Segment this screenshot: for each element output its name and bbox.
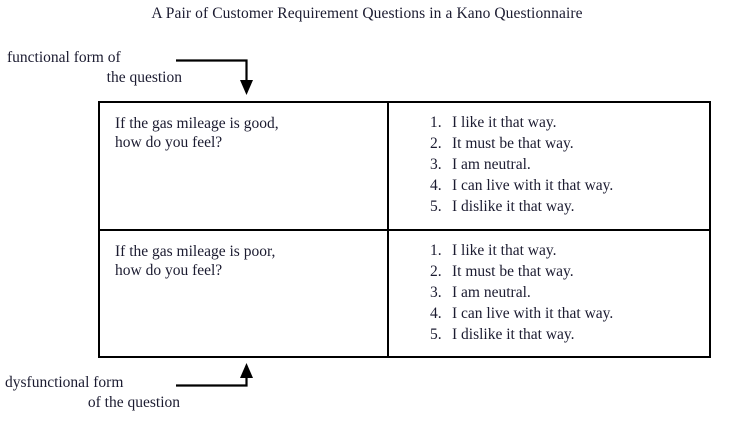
dysfunctional-callout-line-1: dysfunctional form (5, 374, 124, 391)
answer-number: 1. (430, 114, 442, 131)
answer-label: I dislike it that way. (452, 198, 575, 215)
table-row: If the gas mileage is good, how do you f… (100, 103, 709, 231)
down-arrow-icon (240, 80, 253, 95)
dysfunctional-callout-line-2: of the question (87, 394, 180, 411)
up-arrow-icon (240, 363, 253, 378)
kano-questionnaire-table: If the gas mileage is good, how do you f… (98, 101, 711, 358)
list-item[interactable]: 3. I am neutral. (430, 154, 709, 175)
answer-number: 3. (430, 283, 442, 301)
list-item[interactable]: 4. I can live with it that way. (430, 303, 709, 324)
answer-number: 1. (430, 241, 442, 259)
answer-number: 4. (430, 177, 442, 194)
question-cell-functional: If the gas mileage is good, how do you f… (100, 103, 389, 231)
functional-form-callout-label: functional form of the question (7, 48, 182, 88)
answer-number: 2. (430, 135, 442, 152)
question-line-2: how do you feel? (115, 134, 223, 151)
answer-list: 1. I like it that way. 2. It must be that … (389, 240, 709, 345)
list-item[interactable]: 5. I dislike it that way. (430, 324, 709, 345)
functional-callout-line-1: functional form of (7, 49, 121, 66)
answer-label: I am neutral. (452, 283, 531, 301)
question-text: If the gas mileage is good, how do you f… (115, 114, 377, 152)
answer-label: I can live with it that way. (452, 177, 614, 194)
list-item[interactable]: 3. I am neutral. (430, 282, 709, 303)
question-line-2: how do you feel? (115, 261, 223, 279)
answer-number: 5. (430, 325, 442, 343)
answer-label: I dislike it that way. (452, 325, 575, 343)
question-cell-dysfunctional: If the gas mileage is poor, how do you f… (100, 229, 389, 356)
answers-cell-functional: 1. I like it that way. 2. It must be that … (388, 103, 709, 231)
list-item[interactable]: 2. It must be that way. (430, 133, 709, 154)
answers-cell-dysfunctional: 1. I like it that way. 2. It must be that … (388, 230, 709, 357)
answer-number: 3. (430, 156, 442, 173)
answer-label: It must be that way. (452, 135, 574, 152)
figure-title: A Pair of Customer Requirement Questions… (151, 5, 583, 22)
answer-label: I like it that way. (452, 114, 557, 131)
functional-leader-line (176, 59, 253, 95)
dysfunctional-form-callout-label: dysfunctional form of the question (5, 373, 180, 413)
list-item[interactable]: 5. I dislike it that way. (430, 196, 709, 217)
question-line-1: If the gas mileage is poor, (115, 242, 276, 260)
list-item[interactable]: 4. I can live with it that way. (430, 175, 709, 196)
answer-list: 1. I like it that way. 2. It must be that … (389, 112, 709, 217)
answer-label: I am neutral. (452, 156, 531, 173)
question-line-1: If the gas mileage is good, (115, 115, 279, 132)
answer-number: 4. (430, 304, 442, 322)
functional-callout-line-2: the question (106, 69, 182, 86)
list-item[interactable]: 1. I like it that way. (430, 240, 709, 261)
answer-number: 2. (430, 262, 442, 280)
answer-label: I like it that way. (452, 241, 557, 259)
list-item[interactable]: 2. It must be that way. (430, 261, 709, 282)
list-item[interactable]: 1. I like it that way. (430, 112, 709, 133)
table-row: If the gas mileage is poor, how do you f… (100, 229, 709, 357)
answer-label: It must be that way. (452, 262, 574, 280)
question-text: If the gas mileage is poor, how do you f… (115, 242, 377, 280)
answer-number: 5. (430, 198, 442, 215)
answer-label: I can live with it that way. (452, 304, 614, 322)
dysfunctional-leader-line (176, 363, 253, 387)
